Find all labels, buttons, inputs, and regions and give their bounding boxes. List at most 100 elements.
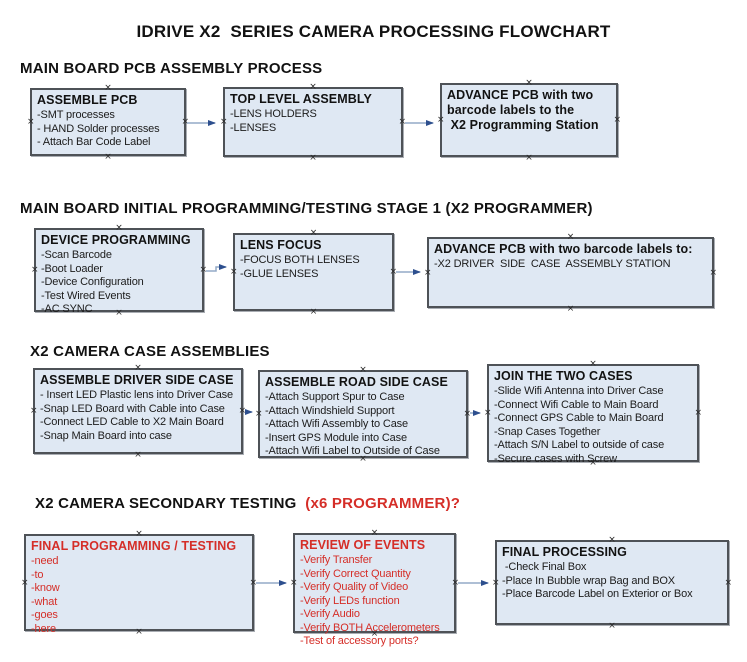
anchor-mark-icon: × (613, 115, 621, 125)
anchor-mark-icon: × (525, 78, 533, 88)
box-item: -FOCUS BOTH LENSES (240, 254, 360, 266)
anchor-mark-icon: × (30, 406, 38, 416)
box-item: -goes (31, 609, 58, 621)
box-title: LENS FOCUS (240, 238, 322, 252)
anchor-mark-icon: × (115, 223, 123, 233)
box-item: -AC SYNC (41, 303, 93, 315)
anchor-mark-icon: × (181, 117, 189, 127)
box-title: FINAL PROCESSING (502, 545, 627, 559)
box-title: ASSEMBLE ROAD SIDE CASE (265, 375, 448, 389)
flow-box-lens-focus: LENS FOCUS -FOCUS BOTH LENSES-GLUE LENSE… (230, 229, 397, 317)
anchor-mark-icon: × (492, 577, 500, 588)
box-item: -Test Wired Events (41, 289, 131, 302)
box-items: -Scan Barcode-Boot Loader-Device Configu… (41, 249, 197, 317)
box-item: -Verify BOTH Accelerometers (300, 621, 440, 634)
anchor-mark-icon: × (463, 409, 471, 419)
box-item: -Place Barcode Label on Exterior or Box (502, 588, 693, 600)
box-item: -Snap Cases Together (494, 425, 601, 438)
box-title: ASSEMBLE PCB (37, 93, 138, 107)
box-items: - Insert LED Plastic lens into Driver Ca… (40, 389, 236, 443)
anchor-mark-icon: × (255, 409, 263, 419)
box-items: -FOCUS BOTH LENSES-GLUE LENSES (240, 254, 387, 281)
anchor-mark-icon: × (309, 307, 318, 317)
anchor-mark-icon: × (370, 528, 379, 538)
flow-box-advance-pcb-driver-side-station: ADVANCE PCB with two barcode labels to: … (424, 233, 717, 314)
box-item: -Connect GPS Cable to Main Board (494, 412, 664, 424)
section-heading-case-assemblies: X2 CAMERA CASE ASSEMBLIES (30, 343, 270, 360)
flow-box-review-of-events: REVIEW OF EVENTS -Verify Transfer-Verify… (290, 529, 459, 648)
box-item: -Insert GPS Module into Case (265, 431, 407, 444)
box-item: -Secure cases with Screw (494, 452, 617, 465)
box-item: -Check Final Box (502, 561, 587, 573)
box-item: -Slide Wifi Antenna into Driver Case (494, 385, 664, 397)
box-item: - Insert LED Plastic lens into Driver Ca… (40, 389, 233, 401)
box-item: -SMT processes (37, 109, 115, 121)
flow-box-final-processing: FINAL PROCESSING -Check Final Box-Place … (492, 536, 732, 631)
box-item: -Attach Windshield Support (265, 404, 395, 417)
section-heading-pcb-assembly: MAIN BOARD PCB ASSEMBLY PROCESS (20, 60, 323, 77)
box-title: TOP LEVEL ASSEMBLY (230, 92, 372, 106)
page-title: IDRIVE X2 SERIES CAMERA PROCESSING FLOWC… (136, 22, 611, 41)
box-item: -LENS HOLDERS (230, 108, 317, 120)
anchor-mark-icon: × (104, 83, 112, 93)
section-heading-initial-programming: MAIN BOARD INITIAL PROGRAMMING/TESTING S… (20, 200, 593, 217)
box-item: -Snap LED Board with Cable into Case (40, 402, 225, 415)
anchor-mark-icon: × (437, 115, 445, 125)
anchor-mark-icon: × (220, 117, 228, 127)
box-item: -Boot Loader (41, 262, 103, 275)
box-item: -Verify LEDs function (300, 594, 400, 607)
box-item: - HAND Solder processes (37, 122, 160, 135)
anchor-mark-icon: × (724, 577, 732, 588)
anchor-mark-icon: × (238, 406, 246, 416)
anchor-mark-icon: × (21, 577, 29, 588)
flow-box-top-level-assembly: TOP LEVEL ASSEMBLY -LENS HOLDERS-LENSES … (220, 83, 406, 163)
box-title: JOIN THE TWO CASES (494, 369, 633, 383)
box-title: ADVANCE PCB with two barcode labels to: (434, 242, 693, 256)
box-item: -Snap Main Board into case (40, 429, 172, 442)
box-items: -Verify Transfer-Verify Correct Quantity… (300, 554, 449, 649)
anchor-mark-icon: × (484, 408, 492, 418)
box-item: -Attach Support Spur to Case (265, 391, 405, 403)
anchor-mark-icon: × (608, 535, 616, 545)
box-item: -LENSES (230, 121, 277, 134)
anchor-mark-icon: × (566, 304, 575, 314)
box-title: FINAL PROGRAMMING / TESTING (31, 539, 237, 553)
box-item: -Verify Quality of Video (300, 581, 409, 593)
anchor-mark-icon: × (27, 117, 35, 127)
anchor-mark-icon: × (249, 577, 257, 588)
box-items: -SMT processes- HAND Solder processes- A… (37, 109, 179, 150)
box-title: ASSEMBLE DRIVER SIDE CASE (40, 373, 234, 387)
anchor-mark-icon: × (309, 153, 317, 163)
box-item: -here (31, 622, 56, 635)
box-item: -Attach S/N Label to outside of case (494, 439, 665, 451)
box-item: -Test of accessory ports? (300, 635, 419, 647)
box-item: -Verify Transfer (300, 554, 373, 566)
box-item: -Place In Bubble wrap Bag and BOX (502, 574, 675, 587)
anchor-mark-icon: × (104, 152, 112, 162)
box-item: -Connect Wifi Cable to Main Board (494, 398, 659, 411)
flow-box-assemble-pcb: ASSEMBLE PCB -SMT processes- HAND Solder… (27, 84, 189, 162)
box-item: - Attach Bar Code Label (37, 136, 151, 148)
anchor-mark-icon: × (451, 578, 459, 588)
anchor-mark-icon: × (31, 265, 39, 275)
heading-red-part: (x6 PROGRAMMER)? (296, 495, 461, 512)
anchor-mark-icon: × (694, 408, 702, 418)
box-items: -Slide Wifi Antenna into Driver Case-Con… (494, 385, 692, 466)
anchor-mark-icon: × (359, 365, 367, 375)
box-items: -X2 DRIVER SIDE CASE ASSEMBLY STATION (434, 258, 707, 272)
box-title: ADVANCE PCB with two barcode labels to t… (447, 88, 599, 132)
box-item: -GLUE LENSES (240, 267, 319, 280)
flow-box-advance-pcb-programming-station: ADVANCE PCB with two barcode labels to t… (437, 79, 621, 163)
box-item: -need (31, 555, 59, 567)
anchor-mark-icon: × (309, 82, 317, 92)
flow-box-device-programming: DEVICE PROGRAMMING -Scan Barcode-Boot Lo… (31, 224, 207, 318)
anchor-mark-icon: × (566, 232, 575, 242)
box-item: -Attach Wifi Assembly to Case (265, 418, 408, 430)
flow-arrow-r2-1 (206, 264, 227, 272)
anchor-mark-icon: × (309, 228, 318, 238)
box-items: -Attach Support Spur to Case-Attach Wind… (265, 391, 461, 459)
box-items: -need-to-know-what-goes-here (31, 555, 247, 636)
box-item: -Scan Barcode (41, 249, 112, 261)
box-item: -Connect LED Cable to X2 Main Board (40, 416, 224, 428)
